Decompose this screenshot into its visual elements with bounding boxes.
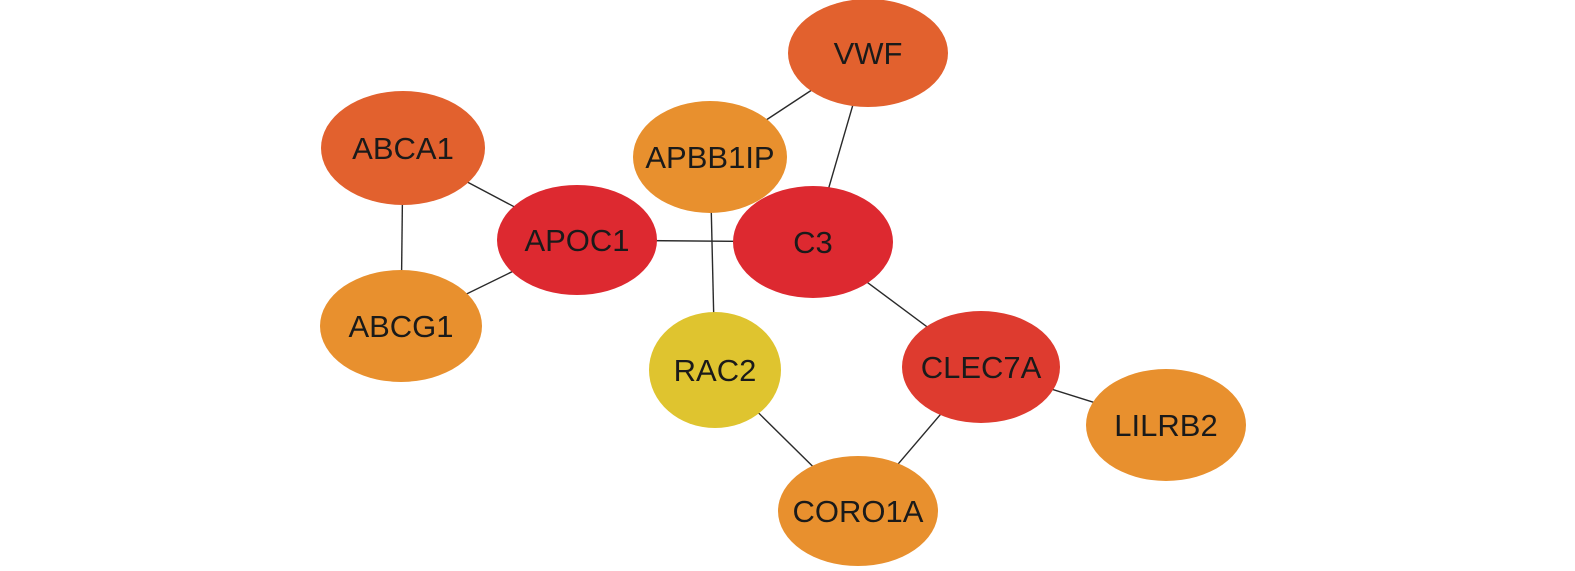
node-label-apoc1: APOC1: [524, 223, 629, 258]
node-label-abcg1: ABCG1: [348, 309, 453, 344]
node-label-coro1a: CORO1A: [793, 494, 924, 529]
node-label-rac2: RAC2: [674, 353, 757, 388]
node-label-clec7a: CLEC7A: [921, 350, 1042, 385]
node-apbb1ip: APBB1IP: [633, 101, 787, 213]
node-abcg1: ABCG1: [320, 270, 482, 382]
node-ellipse-c3: [733, 186, 893, 298]
node-label-c3: C3: [793, 225, 833, 260]
node-ellipse-coro1a: [778, 456, 938, 566]
node-ellipse-apbb1ip: [633, 101, 787, 213]
node-lilrb2: LILRB2: [1086, 369, 1246, 481]
node-ellipse-rac2: [649, 312, 781, 428]
node-apoc1: APOC1: [497, 185, 657, 295]
node-label-apbb1ip: APBB1IP: [645, 140, 774, 175]
node-label-vwf: VWF: [834, 36, 903, 71]
node-ellipse-apoc1: [497, 185, 657, 295]
node-abca1: ABCA1: [321, 91, 485, 205]
node-ellipse-lilrb2: [1086, 369, 1246, 481]
node-ellipse-abca1: [321, 91, 485, 205]
node-ellipse-clec7a: [902, 311, 1060, 423]
node-ellipse-abcg1: [320, 270, 482, 382]
node-c3: C3: [733, 186, 893, 298]
node-ellipse-vwf: [788, 0, 948, 107]
node-coro1a: CORO1A: [778, 456, 938, 566]
node-clec7a: CLEC7A: [902, 311, 1060, 423]
node-vwf: VWF: [788, 0, 948, 107]
node-label-lilrb2: LILRB2: [1114, 408, 1217, 443]
node-rac2: RAC2: [649, 312, 781, 428]
node-label-abca1: ABCA1: [352, 131, 454, 166]
